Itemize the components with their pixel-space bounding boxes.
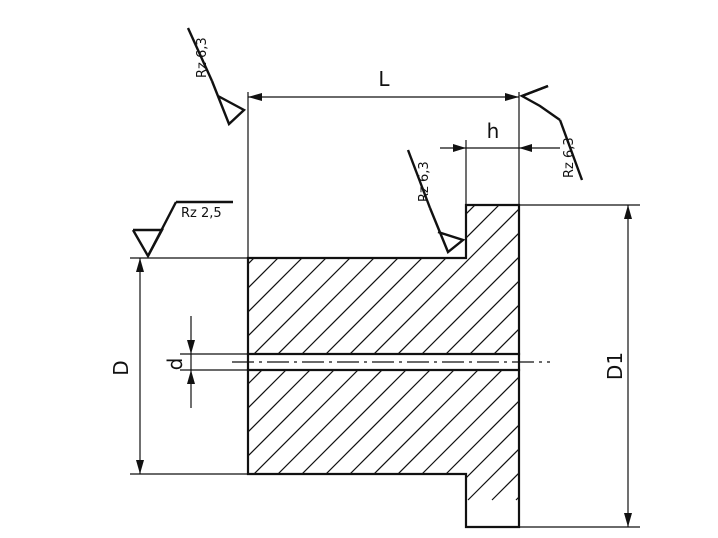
roughness-label-right: Rz 6,3	[562, 137, 577, 178]
arrowhead	[624, 205, 632, 219]
hatch-line	[248, 205, 519, 501]
hatch-line	[0, 0, 224, 500]
dimension-label-h: h	[487, 119, 500, 143]
hatch-line	[248, 205, 273, 501]
roughness-symbol-left: Rz 6,3	[186, 27, 247, 127]
arrowhead	[248, 93, 262, 101]
hatch-line	[248, 205, 519, 501]
hatch-line	[275, 205, 519, 501]
arrowhead	[519, 144, 532, 152]
arrowhead	[187, 340, 195, 354]
hatch-line	[248, 205, 519, 501]
hatch-line	[248, 205, 489, 501]
hatch-line	[540, 0, 718, 500]
dimension-label-d1: D1	[603, 352, 627, 380]
roughness-symbol-step: Rz 6,3	[406, 149, 466, 254]
hatch-line	[299, 205, 519, 501]
hatch-line	[248, 205, 519, 501]
roughness-symbol-outer-diameter: Rz 2,5	[131, 200, 233, 259]
roughness-label-outer-diameter: Rz 2,5	[181, 206, 222, 221]
arrowhead	[505, 93, 519, 101]
arrowhead	[187, 370, 195, 384]
hatch-line	[443, 205, 519, 501]
hatch-line	[248, 205, 297, 501]
hatch-line	[347, 205, 519, 501]
hatch-line	[395, 205, 519, 501]
arrowhead	[136, 460, 144, 474]
dimension-label-l: L	[378, 67, 390, 91]
roughness-label-step: Rz 6,3	[417, 161, 432, 202]
roughness-label-left: Rz 6,3	[195, 37, 210, 78]
arrowhead	[453, 144, 466, 152]
hatch-line	[248, 205, 519, 501]
hatch-line	[251, 205, 519, 501]
roughness-symbol-right: Rz 6,3	[519, 84, 584, 181]
section-hatching	[0, 0, 718, 501]
arrowhead	[136, 258, 144, 272]
hatch-line	[491, 205, 519, 501]
hatch-line	[0, 0, 200, 500]
hatch-line	[419, 205, 519, 501]
hatch-line	[248, 205, 465, 501]
hatch-line	[371, 205, 519, 501]
hatch-line	[248, 205, 513, 501]
hatch-line	[248, 205, 519, 501]
arrowhead	[624, 513, 632, 527]
hatch-line	[248, 205, 519, 501]
hatch-line	[248, 205, 369, 501]
hatch-line	[248, 205, 321, 501]
dimension-label-d-outer: D	[109, 360, 133, 375]
hatch-line	[564, 0, 718, 500]
dimension-label-d-bore: d	[163, 358, 187, 371]
hatch-line	[248, 205, 441, 501]
hatch-line	[515, 205, 519, 501]
hatch-line	[467, 205, 519, 501]
hatch-line	[248, 205, 519, 501]
hatch-line	[248, 205, 345, 501]
hatch-line	[248, 205, 249, 501]
hatch-line	[588, 0, 718, 500]
hatch-line	[323, 205, 519, 501]
